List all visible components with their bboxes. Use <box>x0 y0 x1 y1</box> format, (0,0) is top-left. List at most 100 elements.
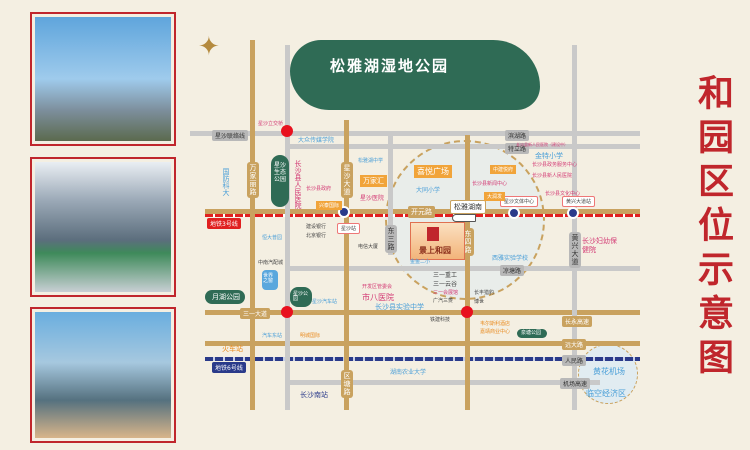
park-label: 星沙生态公园 <box>274 162 287 183</box>
mall-label: 兴泰国际 <box>316 201 343 210</box>
road-huangxing <box>572 45 577 410</box>
road-lianluoxian <box>190 131 640 136</box>
company-label: 博世 <box>474 299 485 305</box>
park-xingsha[interactable] <box>290 287 312 307</box>
mall-label: 嘉靖商业中心 <box>480 329 511 335</box>
hospital-label: 星沙医院 <box>360 195 385 202</box>
metro-station[interactable]: 星沙站 <box>337 223 361 234</box>
school-label: 湖南农业大学 <box>390 369 427 376</box>
poi-label: 明城国际 <box>300 333 321 339</box>
road-tag: 三一大道 <box>240 308 271 319</box>
south-station-label: 长沙南站 <box>300 391 328 399</box>
interchange-marker[interactable] <box>461 306 473 318</box>
gov-label: 长沙县文化中心 <box>545 191 581 197</box>
road-tag: 星沙大道 <box>341 162 353 198</box>
hospital-label: 长沙妇幼保健院 <box>582 237 617 254</box>
park-yuehu[interactable] <box>205 290 245 304</box>
mall-label: 大润发 <box>484 192 506 201</box>
interchange-marker[interactable] <box>281 306 293 318</box>
park-label: 松雅湖湿地公园 <box>330 57 450 75</box>
metro-station[interactable]: 黄兴大道站 <box>562 196 596 207</box>
road-tag: 凉塘路 <box>500 265 525 276</box>
interchange-marker[interactable] <box>281 125 293 137</box>
road-tag: 特立路 <box>505 143 530 154</box>
zone-label: 临空经济区 <box>586 389 626 398</box>
photo-street-view <box>30 307 176 443</box>
company-label: 三一重工 <box>433 272 458 279</box>
hospital-label: 长沙县新人民医院 <box>532 173 573 179</box>
road-tag: 人民路 <box>562 355 587 366</box>
school-label: 金鱼二小 <box>410 259 431 265</box>
road-tag: 黄兴大道 <box>569 232 581 268</box>
road-sanyi <box>205 310 640 315</box>
road-jichang <box>288 380 600 385</box>
poi-label: 松雅湖中学 <box>358 158 384 164</box>
park-songyahu[interactable] <box>290 40 540 110</box>
poi-label: 汽车东站 <box>262 333 283 339</box>
project-box[interactable] <box>410 222 465 260</box>
park-quantang[interactable] <box>517 329 547 338</box>
mall-label: 万家汇 <box>360 175 387 187</box>
gov-label: 长沙县新闻中心 <box>472 181 508 187</box>
project-name: 景上和园 <box>419 246 451 255</box>
mall-label: 中建悦府 <box>490 165 517 174</box>
metro-icon <box>567 207 579 219</box>
poi-label: 恒大普园 <box>262 235 283 241</box>
road-wanjiali <box>250 40 255 410</box>
road-tag: 开元路 <box>408 206 435 218</box>
metro-line3-label: 地铁3号线 <box>207 218 241 229</box>
poi-shijie[interactable] <box>262 270 278 290</box>
park-label: 星沙公园 <box>293 291 309 302</box>
road-yuanda <box>205 341 640 346</box>
metro-line6-label: 地铁6号线 <box>212 362 246 373</box>
school-label: 西雅实验学校 <box>492 255 529 262</box>
page-title: 和园区位示意图 <box>692 74 733 382</box>
photo-office-towers <box>30 12 176 146</box>
road-tag: 滨湖路 <box>505 130 530 141</box>
gov-label: 长沙县政务服务中心 <box>532 162 578 168</box>
road-tag: 机场高速 <box>560 378 591 389</box>
park-xingsha-eco[interactable] <box>271 155 289 207</box>
airport-label: 黄花机场 <box>593 367 625 376</box>
road-tag: 东四路 <box>462 228 474 256</box>
interchange-label: 星沙立交桥 <box>258 121 284 127</box>
school-label: 大同小学 <box>416 187 441 194</box>
gov-label: 长沙县政府 <box>306 186 332 192</box>
station-songyahu-south[interactable]: 松雅湖南 <box>450 200 486 214</box>
road-tag: 万家丽路 <box>247 162 259 198</box>
park-label: 泉塘公园 <box>521 330 542 336</box>
park-label: 月湖公园 <box>212 293 240 301</box>
train-icon <box>452 214 476 222</box>
road-tezhi <box>288 144 640 149</box>
metro-line6 <box>205 357 640 361</box>
poi-label: 星沙汽车站 <box>312 299 338 305</box>
bank-label: 北京银行 <box>306 233 327 239</box>
airport-zone <box>578 344 638 404</box>
road-tag: 长永高速 <box>562 316 593 327</box>
hospital-label: 长沙县人民医院 <box>294 160 302 209</box>
hospital-label: 市八医院 <box>362 293 394 302</box>
road-xingsha <box>344 120 349 410</box>
metro-station[interactable]: 星沙文体中心 <box>500 196 539 207</box>
company-label: 长丰猎豹 <box>474 290 495 296</box>
road-dongsan <box>388 135 393 255</box>
metro-icon <box>508 207 520 219</box>
gov-label: 开发区管委会 <box>362 284 393 290</box>
school-label: 长沙县实验中学 <box>375 303 424 311</box>
school-label: 金特小学 <box>535 152 563 160</box>
road-tag: 星沙联络线 <box>212 130 249 141</box>
photo-station-complex <box>30 157 176 297</box>
hospital-label: 长沙县新人民医院（建设中） <box>516 142 568 147</box>
bank-label: 建设银行 <box>306 224 327 230</box>
hotel-label: 韦尔斯利酒店 <box>480 321 511 327</box>
road-dongsi <box>465 135 470 410</box>
company-label: 广汽三菱 <box>433 298 454 304</box>
poi-label: 大众传媒学院 <box>298 137 335 144</box>
road-tag: 区塘路 <box>341 370 353 398</box>
compass-icon: ✦ <box>198 32 220 62</box>
project-logo-icon <box>427 227 439 241</box>
road-tag: 远大路 <box>562 339 587 350</box>
poi-label: 国防科大 <box>222 168 230 196</box>
road-tag: 东三路 <box>385 225 397 253</box>
poi-label: 世界之窗 <box>263 273 274 284</box>
